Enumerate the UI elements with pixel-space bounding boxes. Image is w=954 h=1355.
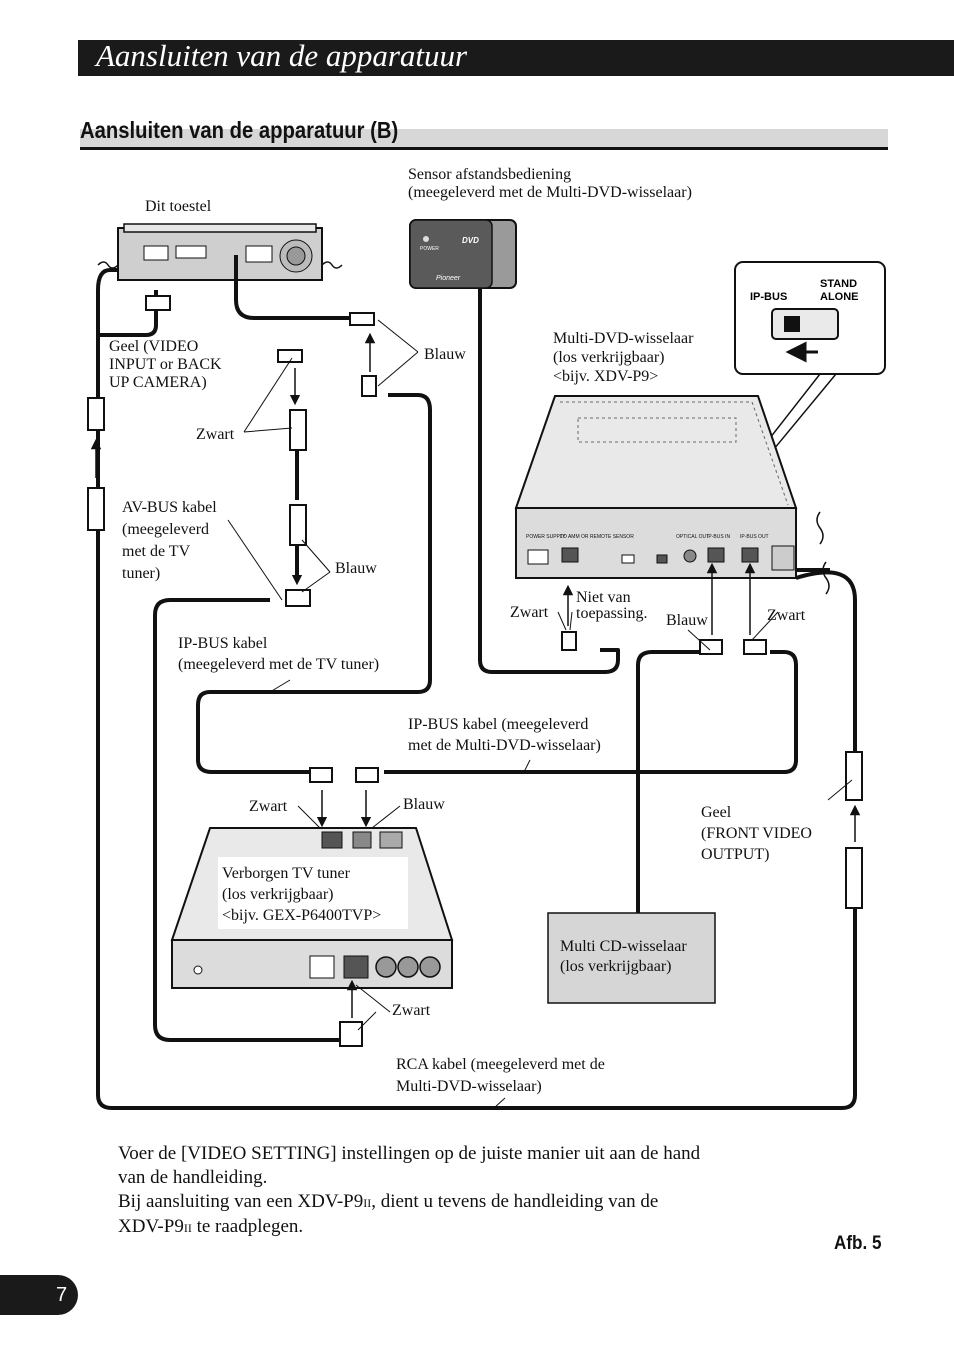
- label-multi-dvd: Multi-DVD-wisselaar (los verkrijgbaar) <…: [553, 329, 693, 386]
- label-zwart-3: Zwart: [767, 607, 806, 624]
- label-blauw-2: Blauw: [335, 560, 377, 577]
- label-sensor-line1: Sensor afstandsbediening: [408, 166, 572, 183]
- label-geel-front: Geel (FRONT VIDEO OUTPUT): [701, 802, 812, 865]
- label-ip-bus-dvd-line1: IP-BUS kabel (meegeleverd: [408, 716, 589, 733]
- label-av-bus-line3: met de TV: [122, 543, 191, 560]
- label-blauw-4: Blauw: [403, 796, 445, 813]
- cables: [96, 255, 857, 1110]
- instruction-line3-b: , dient u tevens de handleiding van de: [371, 1191, 659, 1212]
- label-dit-toestel: Dit toestel: [145, 198, 212, 215]
- label-ip-bus-dvd-line2: met de Multi-DVD-wisselaar): [408, 737, 601, 754]
- multi-cd-changer: [547, 912, 716, 1004]
- sensor-dvd-text: DVD: [462, 236, 479, 245]
- label-geel-front-line3: OUTPUT): [701, 846, 770, 863]
- instruction-line3: Bij aansluiting van een XDV-P9II, dient …: [118, 1190, 700, 1215]
- label-av-bus: AV-BUS kabel (meegeleverd met de TV tune…: [122, 497, 217, 585]
- label-geel-video-input: Geel (VIDEO INPUT or BACK UP CAMERA): [109, 338, 222, 392]
- label-multi-dvd-line1: Multi-DVD-wisselaar: [553, 330, 694, 347]
- remote-sensor: [409, 219, 517, 289]
- panel-power-text: POWER SUPPLY: [526, 534, 566, 540]
- label-rca-line1: RCA kabel (meegeleverd met de: [396, 1056, 605, 1073]
- head-unit: [97, 223, 343, 281]
- instruction-text: Voer de [VIDEO SETTING] instellingen op …: [118, 1142, 700, 1240]
- instruction-line4-a: XDV-P9: [118, 1216, 184, 1237]
- label-sensor-line2: (meegeleverd met de Multi-DVD-wisselaar): [408, 184, 692, 201]
- label-tv-tuner-line2: (los verkrijgbaar): [222, 886, 334, 903]
- label-zwart-5: Zwart: [392, 1002, 431, 1019]
- label-multi-cd: Multi CD-wisselaar (los verkrijgbaar): [560, 937, 687, 977]
- label-geel-front-line1: Geel: [701, 804, 732, 821]
- label-multi-cd-line1: Multi CD-wisselaar: [560, 938, 687, 955]
- label-geel-video-input-line1: Geel (VIDEO: [109, 338, 199, 355]
- multi-dvd-changer: [514, 395, 830, 595]
- label-ip-bus-dvd: IP-BUS kabel (meegeleverd met de Multi-D…: [408, 714, 601, 756]
- panel-ipout-text: IP-BUS OUT: [740, 534, 769, 540]
- instruction-line3-sc: II: [363, 1196, 372, 1210]
- label-sensor: Sensor afstandsbediening (meegeleverd me…: [408, 166, 692, 202]
- label-geel-video-input-line3: UP CAMERA): [109, 374, 207, 391]
- sensor-power-text: POWER: [420, 246, 439, 252]
- label-geel-front-line2: (FRONT VIDEO: [701, 825, 812, 842]
- label-geel-video-input-line2: INPUT or BACK: [109, 356, 222, 373]
- label-multi-dvd-line2: (los verkrijgbaar): [553, 349, 665, 366]
- instruction-line1: Voer de [VIDEO SETTING] instellingen op …: [118, 1143, 701, 1164]
- label-rca: RCA kabel (meegeleverd met de Multi-DVD-…: [396, 1054, 605, 1098]
- label-niet-van: Niet van toepassing.: [576, 590, 648, 622]
- switch-callout: [679, 261, 886, 554]
- label-blauw-3: Blauw: [666, 612, 708, 629]
- label-tv-tuner-line3: <bijv. GEX-P6400TVP>: [222, 907, 382, 924]
- label-blauw-1: Blauw: [424, 346, 466, 363]
- page-number-tab: [0, 1275, 78, 1315]
- switch-alone-text: ALONE: [820, 291, 859, 303]
- leader-lines: [227, 319, 853, 1109]
- label-zwart-1: Zwart: [196, 426, 235, 443]
- connectors: [87, 295, 863, 1047]
- label-multi-cd-line2: (los verkrijgbaar): [560, 958, 672, 975]
- instruction-line3-a: Bij aansluiting van een XDV-P9: [118, 1191, 364, 1212]
- label-av-bus-line4: tuner): [122, 565, 161, 582]
- section-title: Aansluiten van de apparatuur (B): [80, 117, 399, 143]
- label-niet-van-line1: Niet van: [576, 589, 631, 606]
- instruction-line2: van de handleiding.: [118, 1167, 268, 1188]
- label-niet-van-line2: toepassing.: [576, 605, 648, 622]
- label-av-bus-line1: AV-BUS kabel: [122, 499, 217, 516]
- page-number: 7: [56, 1284, 68, 1306]
- switch-ipbus-text: IP-BUS: [750, 291, 787, 303]
- label-zwart-4: Zwart: [249, 798, 288, 815]
- chapter-title: Aansluiten van de apparatuur: [96, 38, 468, 73]
- section-rule: [80, 147, 888, 150]
- panel-optical-text: OPTICAL OUT: [676, 534, 709, 540]
- switch-stand-text: STAND: [820, 278, 857, 290]
- label-rca-line2: Multi-DVD-wisselaar): [396, 1078, 542, 1095]
- arrows: [90, 332, 861, 1018]
- chapter-header-bar: [78, 40, 954, 76]
- instruction-line4: XDV-P9II te raadplegen.: [118, 1215, 700, 1240]
- panel-remote-text: TO AMM OR REMOTE SENSOR: [560, 534, 634, 540]
- label-zwart-2: Zwart: [510, 604, 549, 621]
- instruction-line4-sc: II: [183, 1221, 192, 1235]
- sensor-brand-text: Pioneer: [436, 275, 461, 282]
- label-ip-bus-tv-line1: IP-BUS kabel: [178, 635, 268, 652]
- label-ip-bus-tv-line2: (meegeleverd met de TV tuner): [178, 656, 380, 673]
- label-tv-tuner: Verborgen TV tuner (los verkrijgbaar) <b…: [222, 863, 381, 926]
- section-title-band: [80, 129, 888, 148]
- label-av-bus-line2: (meegeleverd: [122, 521, 210, 538]
- tv-tuner-label-box: [218, 857, 408, 929]
- label-ip-bus-tv: IP-BUS kabel (meegeleverd met de TV tune…: [178, 633, 379, 675]
- label-multi-dvd-line3: <bijv. XDV-P9>: [553, 368, 659, 385]
- label-tv-tuner-line1: Verborgen TV tuner: [222, 865, 350, 882]
- figure-label: Afb. 5: [834, 1233, 882, 1254]
- panel-ipin-text: IP-BUS IN: [707, 534, 730, 540]
- instruction-line4-b: te raadplegen.: [191, 1216, 304, 1237]
